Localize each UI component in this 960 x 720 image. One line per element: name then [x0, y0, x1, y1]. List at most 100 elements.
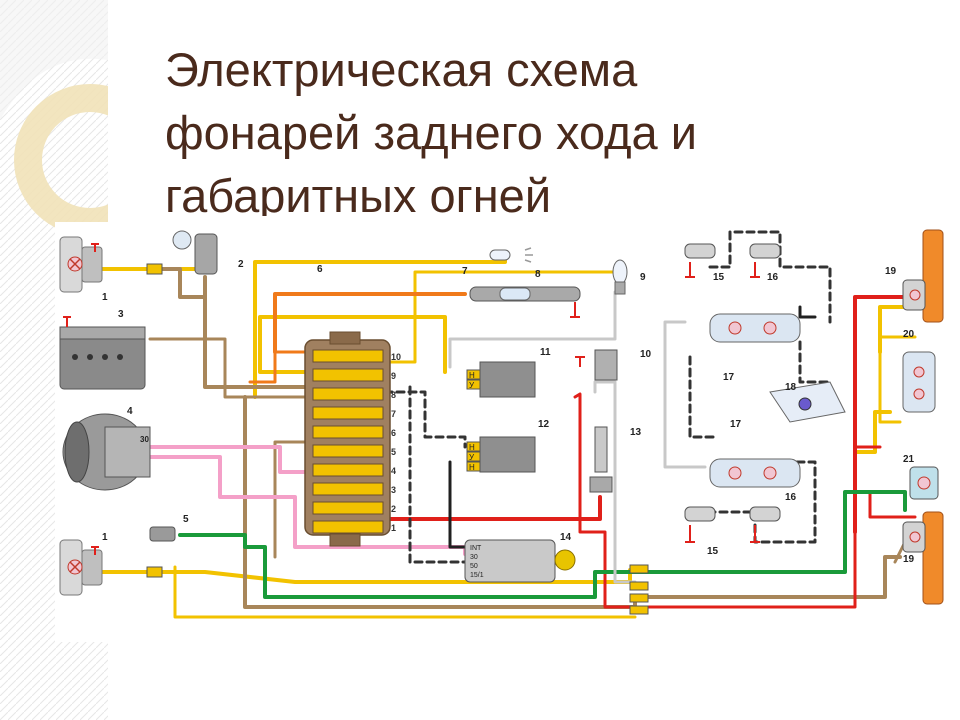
- wire-grey-2: [593, 380, 637, 584]
- callout-3: 3: [118, 309, 124, 320]
- callout-19-top: 19: [885, 266, 897, 277]
- light-assembly-17-bottom: [709, 458, 801, 488]
- wire-yellow-right: [853, 410, 892, 454]
- fuse-box: 10 9 8 7 6 5 4 3 2 1: [304, 331, 401, 547]
- relay-12: H У H: [466, 436, 536, 473]
- wire-brown-2: [203, 295, 307, 389]
- lamp-20: [902, 351, 936, 413]
- wire-yellow-5: [383, 270, 617, 364]
- generator: [62, 413, 151, 491]
- fuse-number-6: 6: [391, 428, 396, 438]
- fuse-number-4: 4: [391, 466, 396, 476]
- callout-15-top: 15: [713, 272, 725, 283]
- switch-pin-15-1: 15/1: [470, 572, 484, 579]
- fuse-number-2: 2: [391, 504, 396, 514]
- callout-11: 11: [540, 347, 551, 358]
- fuse-number-3: 3: [391, 485, 396, 495]
- relay12-pin-h2: H: [469, 463, 475, 472]
- rear-lamp-16-bottom: [684, 506, 781, 543]
- fuse-number-8: 8: [391, 390, 396, 400]
- wire-dashed-2: [408, 385, 467, 564]
- reverse-lamp-switch-8: [469, 286, 581, 318]
- light-assembly-17-top: [709, 313, 801, 343]
- relay12-pin-y: У: [469, 453, 475, 462]
- rear-lamp-16-top: [684, 243, 781, 278]
- callout-17-top: 17: [723, 372, 735, 383]
- ignition-switch-14: INT 30 50 15/1: [464, 539, 576, 583]
- lamp-21: [909, 466, 939, 500]
- callout-8: 8: [535, 269, 541, 280]
- relay11-pin-y: У: [469, 381, 475, 390]
- callout-labels: 1 2 3 4 5 6 7 8 9 10 11 12 13 14 15 16 1…: [102, 259, 915, 565]
- wire-dashed-3: [688, 355, 717, 439]
- relay12-pin-h1: H: [469, 443, 475, 452]
- callout-1-bottom: 1: [102, 532, 108, 543]
- headlight-switch: [172, 230, 218, 275]
- callout-18: 18: [785, 382, 797, 393]
- fuse-number-1: 1: [391, 523, 396, 533]
- callout-10: 10: [640, 349, 652, 360]
- wire-brown-3: [148, 337, 307, 399]
- callout-16-top: 16: [767, 272, 779, 283]
- callout-1-top: 1: [102, 292, 108, 303]
- callout-14: 14: [560, 532, 572, 543]
- title-line-2: фонарей заднего хода и: [165, 106, 697, 159]
- callout-20: 20: [903, 329, 915, 340]
- lamp-9: [612, 259, 628, 295]
- callout-15-bottom: 15: [707, 546, 719, 557]
- relay-11: H У: [466, 361, 536, 398]
- wiring-diagram: 10 9 8 7 6 5 4 3 2 1 H У H: [55, 222, 950, 642]
- callout-5: 5: [183, 514, 189, 525]
- side-light-top-left: [59, 236, 103, 293]
- switch-pin-int: INT: [470, 545, 482, 552]
- wire-yellow-right-2: [878, 305, 907, 354]
- side-lamp-19-bottom: [902, 511, 944, 605]
- wire-yellow-right-3: [878, 335, 917, 424]
- slide-title: Электрическая схема фонарей заднего хода…: [165, 38, 925, 216]
- wire-red-5: [853, 300, 882, 449]
- terminal-30-label: 30: [140, 435, 149, 444]
- battery: [59, 316, 146, 390]
- fuse-number-5: 5: [391, 447, 396, 457]
- sensor-10: [575, 349, 618, 381]
- callout-2: 2: [238, 259, 244, 270]
- wire-red-3: [853, 295, 917, 534]
- ignition-key-icon: [554, 549, 576, 571]
- fuse-number-9: 9: [391, 371, 396, 381]
- side-lamp-19-top: [902, 229, 944, 323]
- title-line-3: габаритных огней: [165, 169, 552, 216]
- wire-black-1: [448, 460, 467, 549]
- wire-orange-2: [248, 350, 307, 384]
- wire-grey-1: [448, 290, 617, 369]
- callout-16-bottom: 16: [785, 492, 797, 503]
- wire-yellow-bottom: [173, 565, 637, 619]
- fuse-number-7: 7: [391, 409, 396, 419]
- wire-black-right: [798, 305, 817, 319]
- wire-green-1: [178, 490, 907, 599]
- wire-orange-1: [273, 292, 467, 354]
- oil-pressure-sensor: [149, 526, 176, 542]
- callout-7: 7: [462, 266, 468, 277]
- wire-dashed-6: [798, 340, 832, 384]
- callout-17-bottom: 17: [730, 419, 742, 430]
- plate-lamp-18: [769, 381, 846, 423]
- wire-dashed-1: [383, 390, 467, 449]
- callout-9: 9: [640, 272, 646, 283]
- connector-blocks: [146, 263, 649, 615]
- side-light-bottom-left: [59, 539, 103, 596]
- title-line-1: Электрическая схема: [165, 43, 638, 96]
- wire-grey-3: [663, 320, 707, 469]
- callout-4: 4: [127, 406, 133, 417]
- fuse-number-10: 10: [391, 352, 401, 362]
- wire-red-1: [383, 495, 602, 521]
- callout-21: 21: [903, 454, 915, 465]
- callout-12: 12: [538, 419, 550, 430]
- wire-red-2: [573, 392, 857, 609]
- callout-19-bottom: 19: [903, 554, 915, 565]
- spark-plug-13: [589, 426, 613, 493]
- relay11-pin-h: H: [469, 371, 475, 380]
- wire-brown-1: [148, 267, 207, 299]
- switch-pin-30: 30: [470, 554, 478, 561]
- fuse-rows: [312, 349, 384, 534]
- dashboard-lamp-7: [489, 247, 533, 263]
